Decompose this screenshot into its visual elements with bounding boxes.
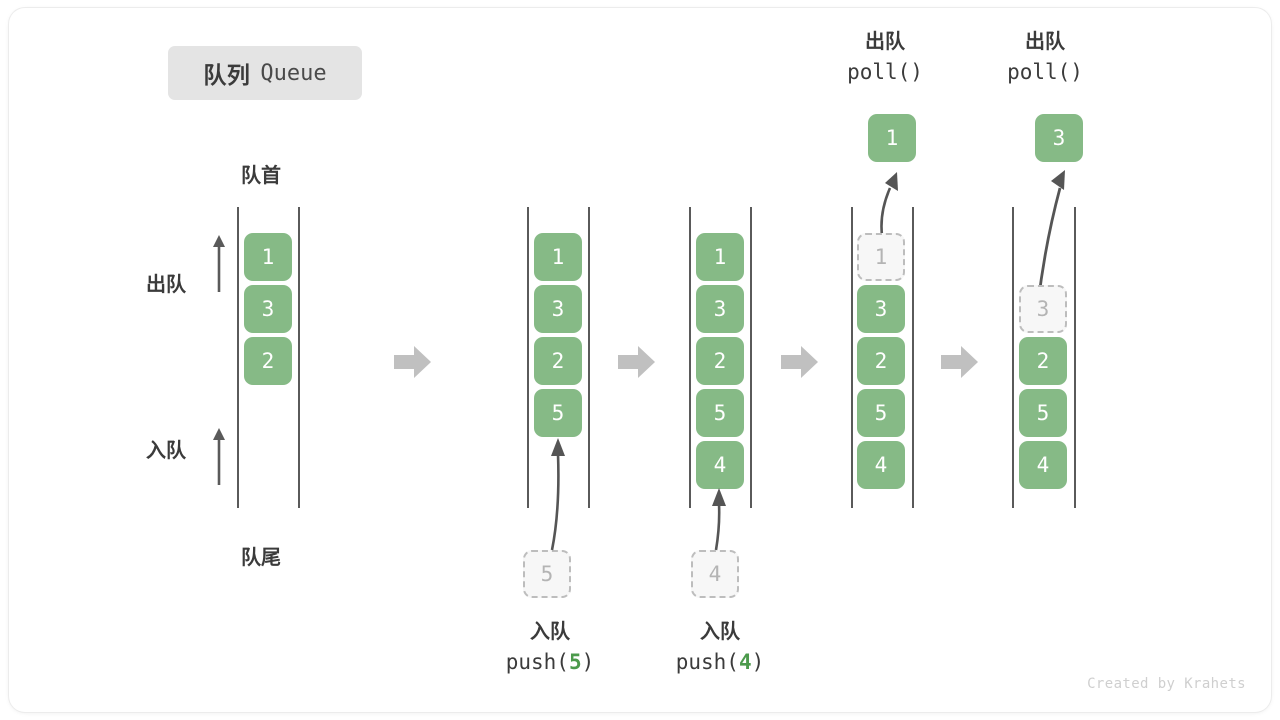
stage5-cell-3: 5 xyxy=(1019,389,1067,437)
stage2-incoming-ghost-cell: 5 xyxy=(523,550,571,598)
stage5-cell-4: 4 xyxy=(1019,441,1067,489)
step-arrow-1 xyxy=(394,346,431,378)
stage4-rail-left xyxy=(851,207,853,508)
enqueue-direction-label: 入队 xyxy=(146,440,186,462)
stage1-cell-0: 1 xyxy=(244,233,292,281)
title-english: Queue xyxy=(260,60,327,86)
stage3-cell-2: 2 xyxy=(696,337,744,385)
poll-2-label-code: poll() xyxy=(1007,60,1083,84)
stage2-cell-0: 1 xyxy=(534,233,582,281)
enqueue-arrow-icon xyxy=(213,428,225,485)
stage4-cell-2: 2 xyxy=(857,337,905,385)
stage3-cell-0: 1 xyxy=(696,233,744,281)
stage1-rail-right xyxy=(298,207,300,508)
stage4-cell-1: 3 xyxy=(857,285,905,333)
title-badge: 队列 Queue xyxy=(168,46,362,100)
push-5-label-cn: 入队 xyxy=(530,621,570,643)
stage5-removed-ghost-cell: 3 xyxy=(1019,285,1067,333)
stage3-rail-left xyxy=(689,207,691,508)
stage3-rail-right xyxy=(750,207,752,508)
stage4-rail-right xyxy=(912,207,914,508)
stage5-cell-2: 2 xyxy=(1019,337,1067,385)
stage4-cell-4: 4 xyxy=(857,441,905,489)
stage4-cell-3: 5 xyxy=(857,389,905,437)
stage3-cell-4: 4 xyxy=(696,441,744,489)
stage2-rail-left xyxy=(527,207,529,508)
step-arrow-3 xyxy=(781,346,818,378)
push-5-label-code: push(5) xyxy=(505,650,595,674)
stage5-rail-left xyxy=(1012,207,1014,508)
stage1-cell-2: 2 xyxy=(244,337,292,385)
push-4-label: 入队 push(4) xyxy=(630,618,810,677)
stage2-cell-2: 2 xyxy=(534,337,582,385)
poll-1-label-cn: 出队 xyxy=(865,31,905,53)
queue-front-label: 队首 xyxy=(241,165,281,187)
poll-1-label: 出队 poll() xyxy=(815,28,955,87)
stage3-incoming-ghost-cell: 4 xyxy=(691,550,739,598)
stage4-ejected-cell: 1 xyxy=(868,114,916,162)
stage1-cell-1: 3 xyxy=(244,285,292,333)
step-arrow-4 xyxy=(941,346,978,378)
stage4-removed-ghost-cell: 1 xyxy=(857,233,905,281)
stage1-rail-left xyxy=(237,207,239,508)
dequeue-arrow-icon xyxy=(213,235,225,292)
push-4-label-code: push(4) xyxy=(675,650,765,674)
poll-1-label-code: poll() xyxy=(847,60,923,84)
stage5-rail-right xyxy=(1074,207,1076,508)
stage2-cell-3: 5 xyxy=(534,389,582,437)
step-arrow-2 xyxy=(618,346,655,378)
stage2-rail-right xyxy=(588,207,590,508)
stage5-ejected-cell: 3 xyxy=(1035,114,1083,162)
poll-2-label: 出队 poll() xyxy=(975,28,1115,87)
stage3-cell-3: 5 xyxy=(696,389,744,437)
push-4-label-cn: 入队 xyxy=(700,621,740,643)
watermark-credit: Created by Krahets xyxy=(1087,676,1246,692)
poll-2-label-cn: 出队 xyxy=(1025,31,1065,53)
stage3-cell-1: 3 xyxy=(696,285,744,333)
dequeue-direction-label: 出队 xyxy=(146,274,186,296)
title-chinese: 队列 xyxy=(203,62,251,88)
stage2-cell-1: 3 xyxy=(534,285,582,333)
push-5-label: 入队 push(5) xyxy=(460,618,640,677)
queue-rear-label: 队尾 xyxy=(241,547,281,569)
